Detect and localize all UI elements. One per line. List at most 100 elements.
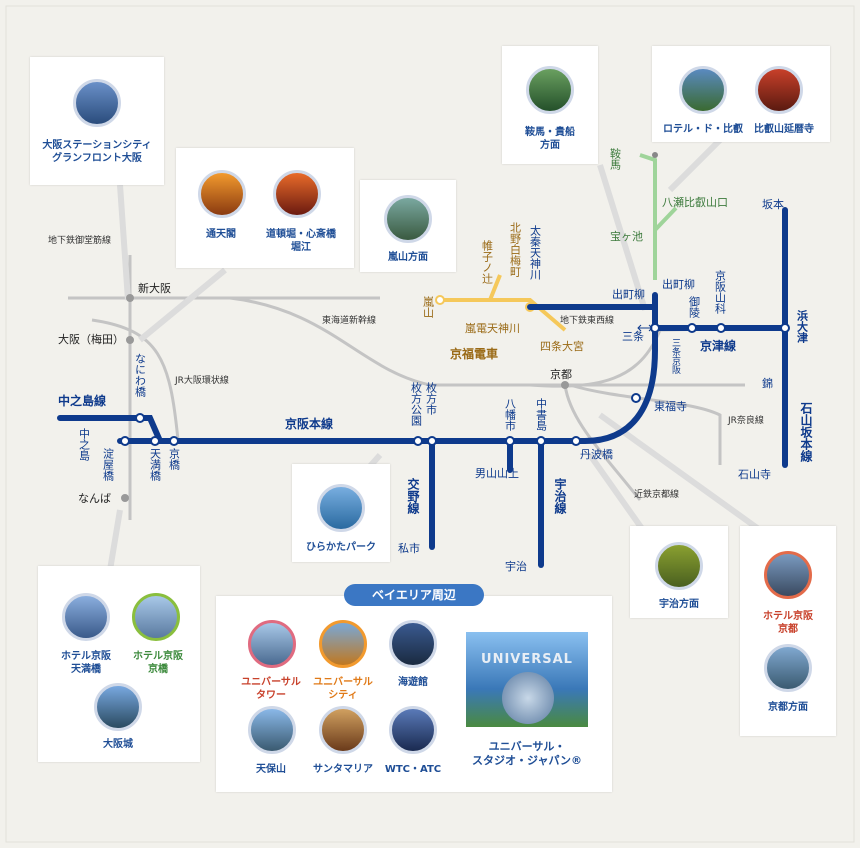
bay-area-title: ベイエリア周辺 — [344, 584, 484, 606]
station-zeze: 錦 — [762, 376, 773, 390]
card-label: ユニバーサル タワー — [241, 677, 301, 701]
card-label: ロテル・ド・比叡 — [663, 124, 743, 135]
usj-sign: UNIVERSAL — [481, 652, 573, 667]
card-uji[interactable]: 宇治方面 — [630, 526, 728, 618]
station-katabiranotsuji: 帷子ノ辻 — [481, 240, 494, 284]
kintetsu-kyoto-line — [563, 384, 642, 501]
station-dots — [120, 323, 790, 446]
station-kitanohakubaicho: 北野白梅町 — [509, 222, 522, 277]
station-namba: なんば — [78, 492, 111, 505]
station-osaka-umeda: 大阪（梅田） — [58, 332, 124, 346]
usj-photo: UNIVERSAL — [466, 632, 588, 727]
station-arashiyama: 嵐山 — [422, 296, 435, 318]
station-tofukuji: 東福寺 — [654, 399, 687, 413]
card-label: 天保山 — [256, 764, 286, 775]
card-label: サンタマリア — [313, 764, 373, 775]
station-uzumasa: 太秦天神川 — [529, 225, 542, 280]
hirakata-park-photo — [317, 484, 365, 532]
nakanoshima-line-label: 中之島線 — [58, 393, 106, 408]
usj-tower-photo — [248, 620, 296, 668]
hotel-de-hiei-photo — [679, 66, 727, 114]
jr-nara-label: JR奈良線 — [727, 414, 764, 426]
jr-loop-label: JR大阪環状線 — [174, 374, 229, 386]
station-hirakatashi: 枚方市 — [425, 381, 438, 416]
keihan-main-line — [117, 292, 658, 444]
card-osaka-station[interactable]: 大阪ステーションシティ グランフロント大阪 — [30, 57, 164, 185]
station-misasagi: 御陵 — [688, 295, 701, 319]
card-label: 大阪城 — [103, 739, 133, 750]
card-label: 大阪ステーションシティ グランフロント大阪 — [42, 140, 152, 164]
station-shin-osaka: 新大阪 — [138, 281, 171, 295]
kyoto-area-photo — [764, 644, 812, 692]
station-otokoyama: 男山山上 — [475, 467, 519, 480]
kurama-photo — [526, 66, 574, 114]
station-kurama: 鞍馬 — [609, 147, 622, 171]
card-label: 宇治方面 — [659, 599, 699, 610]
station-demachiyanagi-left: 出町柳 — [612, 287, 645, 301]
card-hiei[interactable]: ロテル・ド・比叡 比叡山延暦寺 — [652, 46, 830, 142]
midosuji-label: 地下鉄御堂筋線 — [48, 234, 111, 246]
katano-line-label: 交野線 — [406, 477, 420, 515]
station-yawatashi: 八幡市 — [504, 398, 517, 432]
card-label: ホテル京阪 京橋 — [133, 651, 183, 675]
tempozan-photo — [248, 706, 296, 754]
tokaido-shinkansen-line — [229, 296, 745, 387]
station-sanjo: 三条 — [622, 329, 644, 343]
card-label: 通天閣 — [206, 229, 236, 240]
station-randen-tenjingawa: 嵐電天神川 — [465, 321, 520, 335]
dotonbori-photo — [273, 170, 321, 218]
other-station-dots — [121, 294, 569, 502]
card-label: 嵐山方面 — [388, 252, 428, 263]
tsutenkaku-photo — [198, 170, 246, 218]
card-label: ユニバーサル シティ — [313, 677, 373, 701]
card-label: 鞍馬・貴船 方面 — [525, 127, 575, 151]
station-shijo-omiya: 四条大宮 — [540, 339, 584, 353]
station-takaragaike: 宝ヶ池 — [610, 229, 643, 243]
card-label: 京都方面 — [768, 702, 808, 713]
card-label: WTC・ATC — [384, 764, 442, 775]
kintetsu-label: 近鉄京都線 — [634, 488, 679, 500]
card-hotels-osaka[interactable]: ホテル京阪 天満橋 ホテル京阪 京橋 大阪城 — [38, 566, 200, 762]
usj-globe — [502, 672, 554, 724]
callout-pointers — [107, 137, 762, 571]
station-hamaotsu: 浜大津 — [796, 309, 809, 344]
keishin-line-label: 京津線 — [700, 338, 736, 353]
station-temmabashi: 天満橋 — [149, 448, 162, 482]
card-bay-area[interactable]: ユニバーサル タワー ユニバーサル シティ 海遊館 天保山 サンタマリア WTC… — [216, 596, 612, 792]
station-kisaichi: 私市 — [398, 541, 420, 555]
wtc-atc-photo — [389, 706, 437, 754]
station-kyoto: 京都 — [550, 367, 572, 381]
card-tsutenkaku[interactable]: 通天閣 道頓堀・心斎橋 堀江 — [176, 148, 354, 268]
hotel-kyoto-photo — [764, 551, 812, 599]
card-label: ホテル京阪 天満橋 — [61, 651, 111, 675]
keifuku-line — [440, 274, 567, 332]
station-hirakatakoen: 枚方公園 — [410, 381, 423, 427]
station-yodoyabashi: 淀屋橋 — [102, 447, 115, 482]
card-hirakata-park[interactable]: ひらかたパーク — [292, 464, 390, 562]
osaka-castle-photo — [94, 683, 142, 731]
keifuku-label: 京福電車 — [450, 346, 498, 361]
card-label: ホテル京阪 京都 — [763, 611, 813, 635]
card-arashiyama[interactable]: 嵐山方面 — [360, 180, 456, 272]
uji-photo — [655, 542, 703, 590]
card-label: 海遊館 — [398, 677, 428, 688]
card-kurama[interactable]: 鞍馬・貴船 方面 — [502, 46, 598, 164]
card-label: 比叡山延暦寺 — [754, 124, 814, 135]
station-nakanoshima: 中之島 — [78, 428, 91, 462]
station-kyobashi: 京橋 — [168, 447, 181, 471]
station-tambabashi: 丹波橋 — [580, 447, 613, 461]
station-sanjokeihan: 三条京阪 — [670, 338, 681, 375]
enryakuji-photo — [755, 66, 803, 114]
card-kyoto[interactable]: ホテル京阪 京都 京都方面 — [740, 526, 836, 736]
nakanoshima-line — [57, 415, 163, 444]
card-label: ユニバーサル・ スタジオ・ジャパン® — [472, 740, 582, 767]
eizan-line — [639, 153, 678, 280]
arashiyama-photo — [384, 195, 432, 243]
station-naniwabashi: なにわ橋 — [134, 353, 147, 398]
santa-maria-photo — [319, 706, 367, 754]
station-keihanyamashina: 京阪山科 — [714, 269, 727, 314]
shinkansen-label: 東海道新幹線 — [322, 314, 376, 326]
uji-line-label: 宇治線 — [553, 477, 567, 515]
station-chushojima: 中書島 — [535, 398, 548, 432]
hotel-temmabashi-photo — [62, 593, 110, 641]
